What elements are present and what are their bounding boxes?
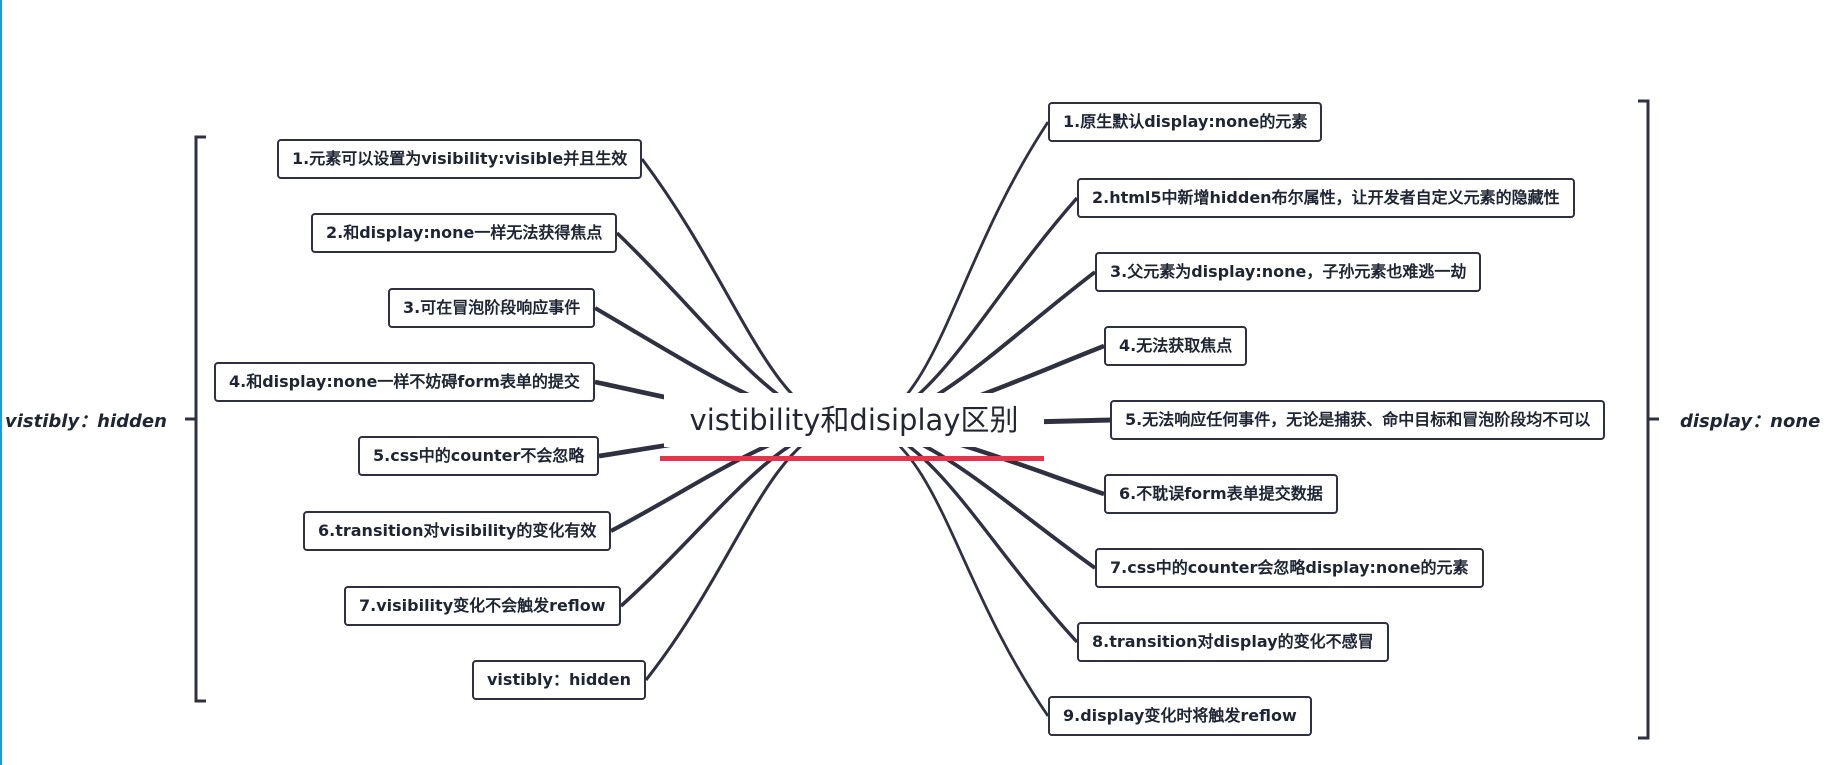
right-item-2[interactable]: 2.html5中新增hidden布尔属性，让开发者自定义元素的隐藏性	[1077, 178, 1575, 218]
left-item-1[interactable]: 1.元素可以设置为visibility:visible并且生效	[277, 139, 643, 179]
center-topic-underline	[660, 456, 1044, 461]
left-item-7[interactable]: 7.visibility变化不会触发reflow	[344, 586, 621, 626]
right-item-5[interactable]: 5.无法响应任何事件，无论是捕获、命中目标和冒泡阶段均不可以	[1110, 400, 1606, 440]
window-edge-line	[0, 0, 2, 765]
left-item-2[interactable]: 2.和display:none一样无法获得焦点	[311, 213, 618, 253]
left-item-6[interactable]: 6.transition对visibility的变化有效	[303, 511, 612, 551]
center-topic-title[interactable]: vistibility和disiplay区别	[664, 393, 1044, 447]
right-bracket	[1638, 99, 1650, 740]
right-item-1[interactable]: 1.原生默认display:none的元素	[1048, 102, 1323, 142]
right-item-6[interactable]: 6.不耽误form表单提交数据	[1104, 474, 1338, 514]
left-item-8[interactable]: vistibly：hidden	[472, 660, 646, 700]
left-bracket	[194, 135, 206, 703]
right-item-9[interactable]: 9.display变化时将触发reflow	[1048, 696, 1312, 736]
right-item-4[interactable]: 4.无法获取焦点	[1104, 326, 1248, 366]
right-item-8[interactable]: 8.transition对display的变化不感冒	[1077, 622, 1389, 662]
left-connector-7	[619, 423, 833, 608]
left-item-3[interactable]: 3.可在冒泡阶段响应事件	[388, 288, 596, 328]
right-item-3[interactable]: 3.父元素为display:none，子孙元素也难逃一劫	[1095, 252, 1482, 292]
left-item-5[interactable]: 5.css中的counter不会忽略	[358, 436, 600, 476]
left-group-label: vistibly：hidden	[5, 411, 167, 432]
right-group-label: display：none	[1680, 411, 1821, 432]
left-connector-1	[640, 158, 833, 427]
left-item-4[interactable]: 4.和display:none一样不妨碍form表单的提交	[214, 362, 595, 402]
right-item-7[interactable]: 7.css中的counter会忽略display:none的元素	[1095, 548, 1484, 588]
